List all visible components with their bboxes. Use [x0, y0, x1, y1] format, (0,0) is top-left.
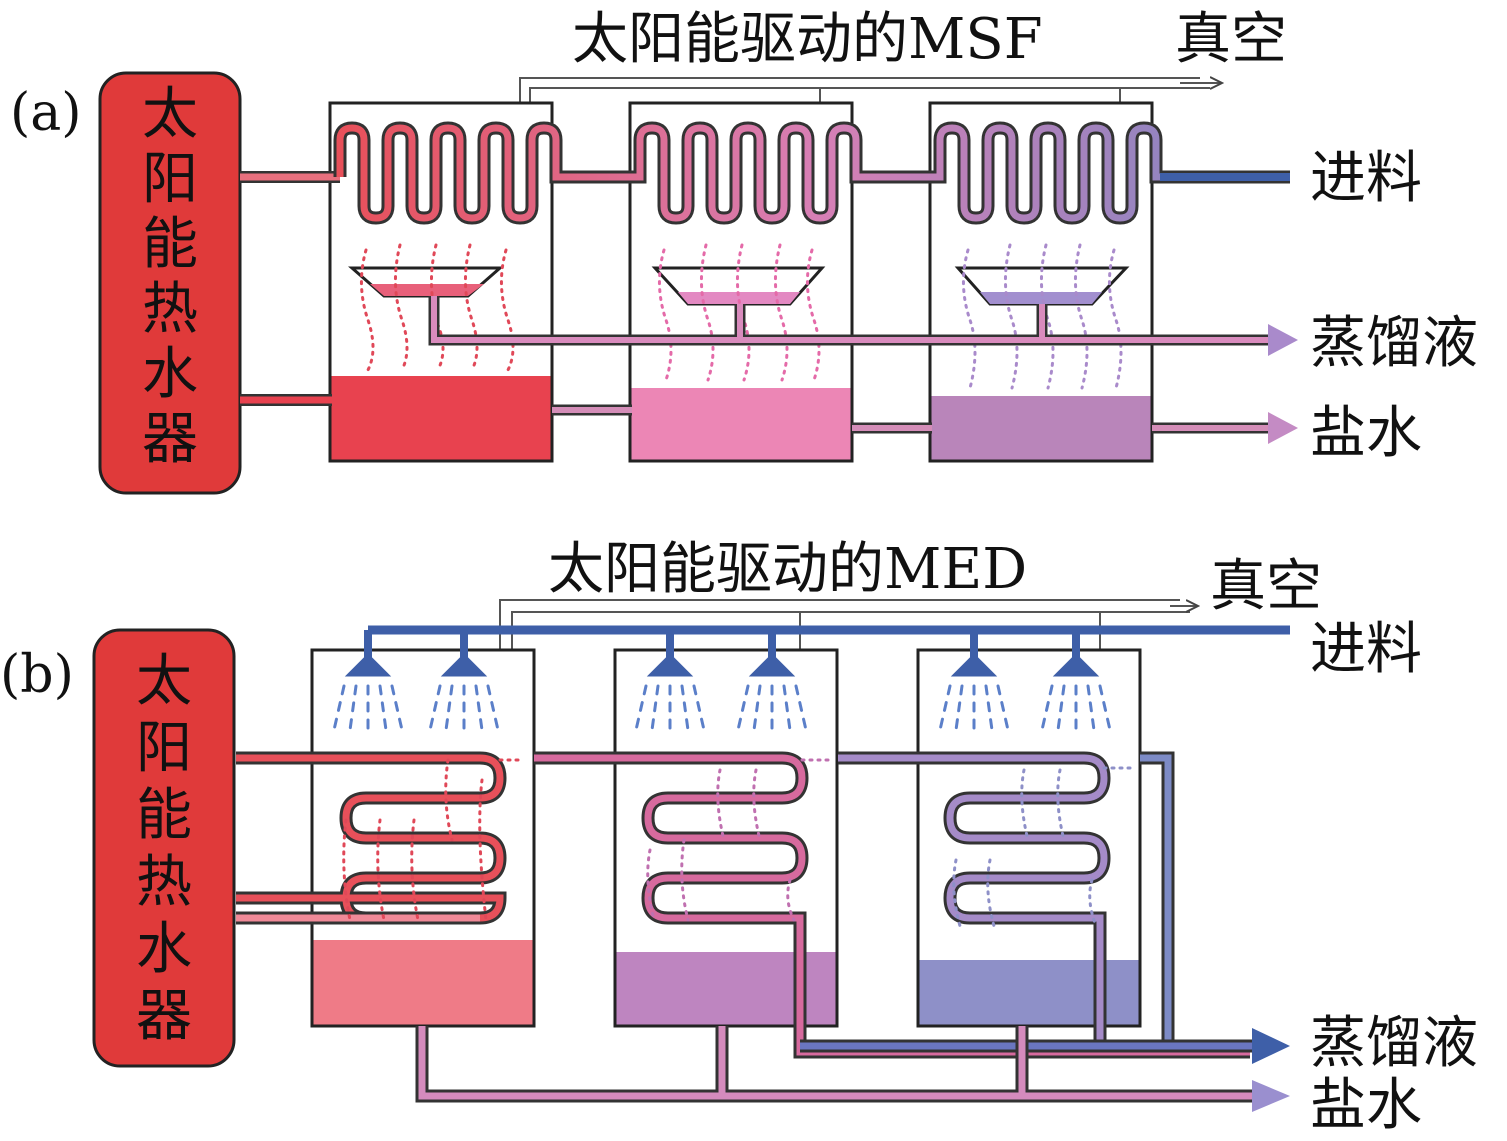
- panel-a-heater-char: 能: [142, 212, 198, 277]
- panel-b-brine-arrowhead: [1252, 1080, 1290, 1112]
- panel-b-effect-3-brine-pool: [918, 960, 1140, 1026]
- panel-b-heater-char: 阳: [136, 716, 192, 781]
- panel-a-stage-2-brine-pool: [630, 388, 852, 461]
- panel-a-stage-1-vessel: [328, 101, 554, 463]
- panel-b-last-vapor-line: [1140, 754, 1172, 1044]
- panel-b-heater-char: 太: [136, 649, 192, 714]
- panel-b-effect-1: [310, 648, 536, 1028]
- panel-b-sprayers: [344, 630, 1100, 677]
- panel-a: (a) 太阳能驱动的MSF 真空 太 阳 能 热 水 器: [10, 7, 1478, 495]
- panel-b-effect-1-brine-pool: [312, 940, 534, 1026]
- panel-a-heater-char: 热: [142, 277, 198, 342]
- panel-b-last-vapor-line-outline: [1140, 751, 1175, 1044]
- panel-a-heater-char: 阳: [142, 147, 198, 212]
- panel-a-vacuum-line: [519, 77, 1210, 103]
- panel-a-stage-3-brine-pool: [930, 396, 1152, 461]
- panel-a-distillate-arrowhead: [1268, 324, 1298, 356]
- panel-a-heater-char: 器: [142, 407, 198, 472]
- panel-a-stage-2: [628, 101, 854, 463]
- panel-b-distillate-arrowhead: [1252, 1028, 1290, 1064]
- panel-b-solar-heater: [92, 628, 236, 1068]
- panel-a-stage-1-brine-pool: [330, 376, 552, 461]
- panel-a-vapor: [359, 243, 1123, 390]
- panel-b: (b) 太阳能驱动的MED 真空 太 阳 能 热 水 器: [0, 537, 1478, 1138]
- panel-a-stage-2-tray-liquid: [678, 292, 800, 304]
- panel-a-feed-coil: [336, 124, 1290, 222]
- panel-b-heater-char: 器: [136, 984, 192, 1049]
- panel-a-heater-char: 太: [142, 82, 198, 147]
- panel-b-vapor-to-effect-2: [534, 754, 1250, 1056]
- panel-a-stage-3: [928, 101, 1154, 463]
- panel-a-distillate-line: [431, 296, 1278, 343]
- panel-b-heater-char: 水: [136, 917, 192, 982]
- panel-b-brine-line-outline: [415, 1026, 1260, 1103]
- panel-b-spray-droplets: [332, 684, 1112, 732]
- panel-a-brine-arrowhead: [1268, 412, 1298, 444]
- panel-a-solar-heater: [98, 71, 242, 495]
- panel-a-heater-label: 太 阳 能 热 水 器: [142, 82, 198, 472]
- panel-a-title: 太阳能驱动的MSF: [572, 7, 1043, 72]
- panel-a-stage-2-vessel: [628, 101, 854, 463]
- panel-a-tag: (a): [10, 83, 82, 143]
- panel-a-stage-1-tray-liquid: [370, 284, 484, 296]
- panel-b-tag: (b): [0, 645, 74, 705]
- panel-b-heater-label: 太 阳 能 热 水 器: [136, 649, 192, 1049]
- panel-a-brine-cascade: [552, 407, 1278, 431]
- panel-b-vapor: [342, 758, 1134, 928]
- panel-a-feed-label: 进料: [1310, 146, 1422, 211]
- panel-b-brine-line: [418, 1026, 1260, 1100]
- panel-a-stage-3-tray-liquid: [980, 292, 1102, 304]
- panel-b-vapor-to-effect-3: [838, 754, 1108, 1042]
- panel-b-title: 太阳能驱动的MED: [548, 537, 1027, 602]
- panel-a-vacuum-label: 真空: [1175, 7, 1287, 72]
- panel-b-vacuum-label: 真空: [1210, 554, 1322, 619]
- panel-b-brine-label: 盐水: [1310, 1073, 1422, 1138]
- panel-a-stage-1: [328, 101, 554, 463]
- panel-a-distillate-label: 蒸馏液: [1310, 311, 1478, 376]
- panel-a-stage-3-vessel: [928, 101, 1154, 463]
- panel-b-distillate-label: 蒸馏液: [1310, 1011, 1478, 1076]
- panel-a-brine-label: 盐水: [1310, 401, 1422, 466]
- panel-b-heater-char: 能: [136, 783, 192, 848]
- panel-a-heater-char: 水: [142, 342, 198, 407]
- panel-b-feed-label: 进料: [1310, 617, 1422, 682]
- panel-b-effect-3-vessel: [916, 648, 1142, 1028]
- panel-b-vacuum-line: [499, 599, 1190, 650]
- panel-b-heater-char: 热: [136, 850, 192, 915]
